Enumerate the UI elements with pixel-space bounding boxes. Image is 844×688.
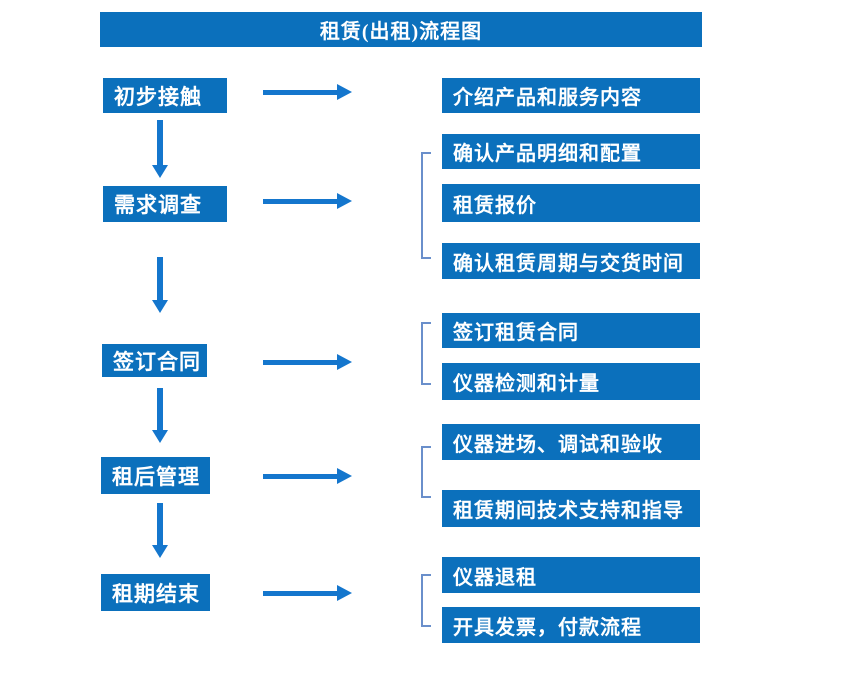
group-bracket-needs-survey bbox=[421, 152, 431, 259]
output-box-technical-support: 租赁期间技术支持和指导 bbox=[442, 490, 700, 527]
output-box-instrument-testing: 仪器检测和计量 bbox=[442, 363, 700, 400]
step-box-post-rental-management: 租后管理 bbox=[101, 457, 210, 494]
group-bracket-rental-end bbox=[421, 574, 431, 627]
right-arrow-icon bbox=[263, 468, 353, 484]
flowchart-title: 租赁(出租)流程图 bbox=[100, 12, 702, 47]
output-box-instrument-return: 仪器退租 bbox=[442, 557, 700, 593]
right-arrow-icon bbox=[263, 84, 353, 100]
output-box-confirm-rental-period: 确认租赁周期与交货时间 bbox=[442, 243, 700, 279]
step-box-initial-contact: 初步接触 bbox=[103, 78, 227, 113]
step-box-rental-end: 租期结束 bbox=[101, 574, 210, 611]
right-arrow-icon bbox=[263, 585, 353, 601]
output-box-confirm-product-details: 确认产品明细和配置 bbox=[442, 134, 700, 169]
right-arrow-icon bbox=[263, 193, 353, 209]
step-box-sign-contract: 签订合同 bbox=[102, 344, 207, 377]
output-box-sign-rental-contract: 签订租赁合同 bbox=[442, 313, 700, 348]
output-box-introduce-products: 介绍产品和服务内容 bbox=[442, 78, 700, 113]
output-box-rental-quotation: 租赁报价 bbox=[442, 184, 700, 222]
output-box-invoice-payment: 开具发票，付款流程 bbox=[442, 607, 700, 643]
group-bracket-post-rental bbox=[421, 446, 431, 498]
down-arrow-icon bbox=[152, 257, 168, 313]
right-arrow-icon bbox=[263, 354, 353, 370]
output-box-instrument-setup-acceptance: 仪器进场、调试和验收 bbox=[442, 424, 700, 460]
down-arrow-icon bbox=[152, 388, 168, 443]
down-arrow-icon bbox=[152, 120, 168, 178]
down-arrow-icon bbox=[152, 503, 168, 558]
step-box-needs-survey: 需求调查 bbox=[103, 186, 227, 222]
group-bracket-sign-contract bbox=[421, 322, 431, 385]
